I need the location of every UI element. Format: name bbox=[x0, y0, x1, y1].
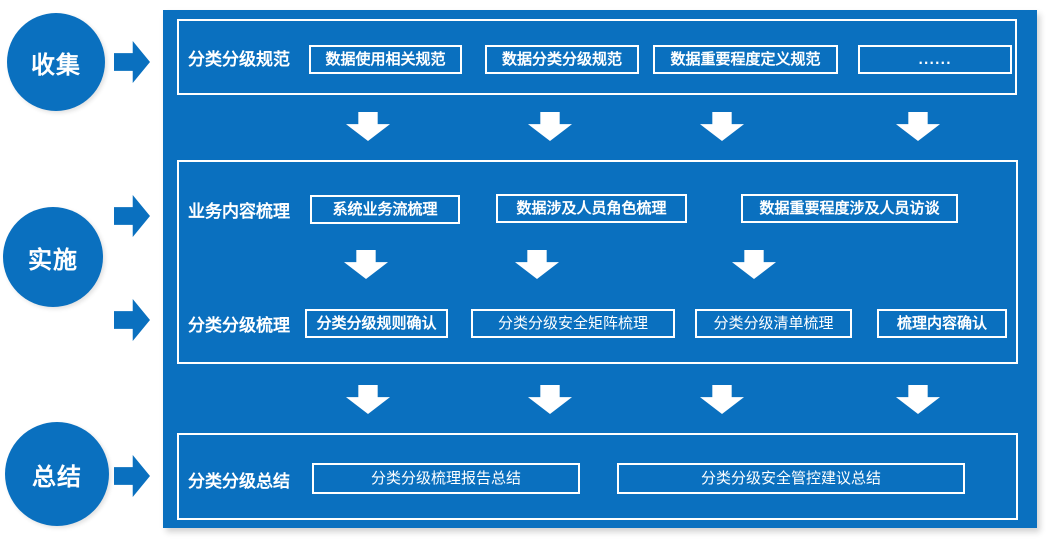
right-arrow-icon bbox=[114, 455, 150, 497]
down-arrow-icon bbox=[896, 385, 940, 414]
down-arrow-icon bbox=[700, 112, 744, 141]
section-specs: 分类分级规范 数据使用相关规范 数据分类分级规范 数据重要程度定义规范 ....… bbox=[177, 19, 1017, 95]
sorting-item: 分类分级规则确认 bbox=[305, 309, 448, 338]
down-arrow-icon bbox=[700, 385, 744, 414]
down-arrow-icon bbox=[346, 112, 390, 141]
down-arrow-icon bbox=[896, 112, 940, 141]
section-summary: 分类分级总结 分类分级梳理报告总结 分类分级安全管控建议总结 bbox=[177, 433, 1018, 520]
business-item: 数据涉及人员角色梳理 bbox=[496, 194, 687, 223]
business-item: 系统业务流梳理 bbox=[310, 195, 460, 224]
business-item: 数据重要程度涉及人员访谈 bbox=[741, 194, 958, 223]
section-business-label: 业务内容梳理 bbox=[188, 202, 290, 222]
summary-item: 分类分级安全管控建议总结 bbox=[617, 463, 965, 494]
right-arrow-icon bbox=[114, 299, 150, 341]
down-arrow-icon bbox=[346, 385, 390, 414]
down-arrow-icon bbox=[528, 112, 572, 141]
down-arrow-icon bbox=[528, 385, 572, 414]
spec-item: 数据重要程度定义规范 bbox=[653, 45, 838, 74]
stage-label-implement: 实施 bbox=[28, 245, 78, 274]
sorting-item: 分类分级清单梳理 bbox=[695, 309, 852, 338]
stage-circle-collect: 收集 bbox=[7, 13, 105, 111]
stage-label-summarize: 总结 bbox=[32, 462, 82, 491]
down-arrow-icon bbox=[515, 250, 559, 279]
right-arrow-icon bbox=[114, 195, 150, 237]
spec-item: 数据使用相关规范 bbox=[309, 45, 462, 74]
spec-item: 数据分类分级规范 bbox=[485, 45, 639, 74]
section-summary-label: 分类分级总结 bbox=[188, 471, 290, 492]
down-arrow-icon bbox=[732, 250, 776, 279]
stage-circle-summarize: 总结 bbox=[5, 422, 109, 526]
stage-circle-implement: 实施 bbox=[3, 207, 103, 307]
spec-item-ellipsis: ...... bbox=[858, 45, 1012, 74]
section-specs-label: 分类分级规范 bbox=[188, 49, 290, 70]
sorting-item: 分类分级安全矩阵梳理 bbox=[471, 309, 675, 338]
main-panel: 分类分级规范 数据使用相关规范 数据分类分级规范 数据重要程度定义规范 ....… bbox=[163, 10, 1037, 528]
right-arrow-icon bbox=[114, 41, 150, 83]
down-arrow-icon bbox=[344, 250, 388, 279]
section-middle: 业务内容梳理 系统业务流梳理 数据涉及人员角色梳理 数据重要程度涉及人员访谈 分… bbox=[177, 160, 1018, 364]
stage-label-collect: 收集 bbox=[31, 50, 81, 79]
summary-item: 分类分级梳理报告总结 bbox=[312, 463, 580, 494]
section-sorting-label: 分类分级梳理 bbox=[188, 316, 290, 336]
sorting-item: 梳理内容确认 bbox=[877, 309, 1007, 338]
